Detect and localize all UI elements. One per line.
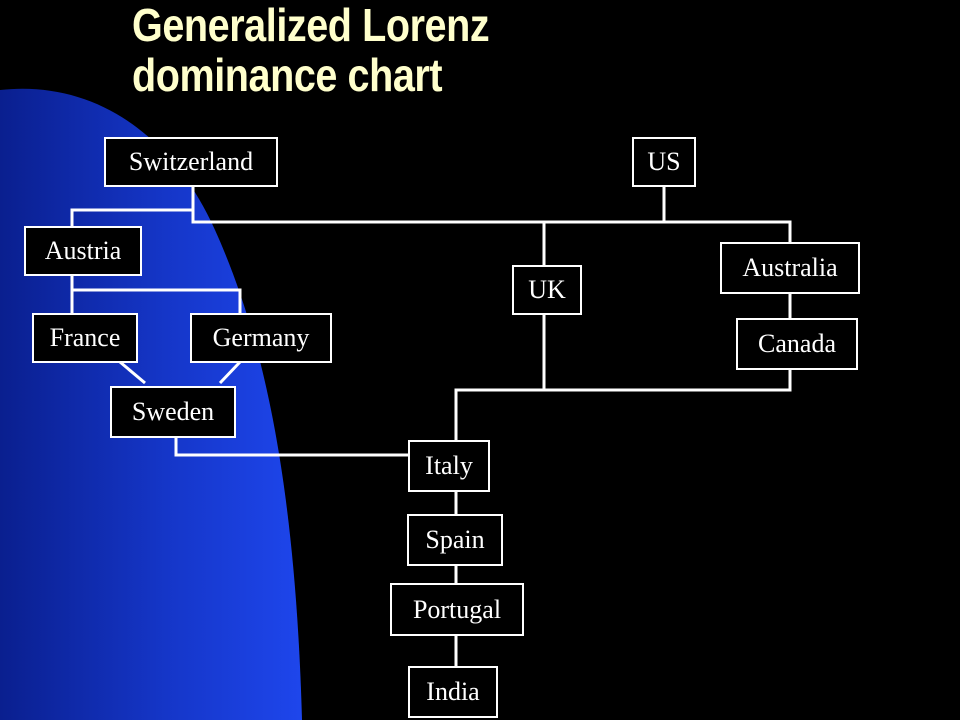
title-line-1: Generalized Lorenz	[132, 0, 490, 51]
node-france: France	[32, 313, 138, 363]
node-portugal: Portugal	[390, 583, 524, 636]
node-italy: Italy	[408, 440, 490, 492]
node-sweden: Sweden	[110, 386, 236, 438]
page-title: Generalized Lorenz dominance chart	[132, 0, 734, 100]
connector-top-bar	[70, 208, 792, 242]
connector-canada-down	[454, 369, 792, 441]
node-india: India	[408, 666, 498, 718]
connector-sweden-italy	[174, 437, 408, 457]
node-austria: Austria	[24, 226, 142, 276]
node-spain: Spain	[407, 514, 503, 566]
node-us: US	[632, 137, 696, 187]
title-line-2: dominance chart	[132, 49, 443, 101]
connector-germany-sweden	[218, 360, 242, 385]
node-germany: Germany	[190, 313, 332, 363]
connector-austria-down	[70, 276, 242, 315]
node-australia: Australia	[720, 242, 860, 294]
connector-france-sweden	[119, 360, 146, 385]
node-canada: Canada	[736, 318, 858, 370]
node-switzerland: Switzerland	[104, 137, 278, 187]
node-uk: UK	[512, 265, 582, 315]
